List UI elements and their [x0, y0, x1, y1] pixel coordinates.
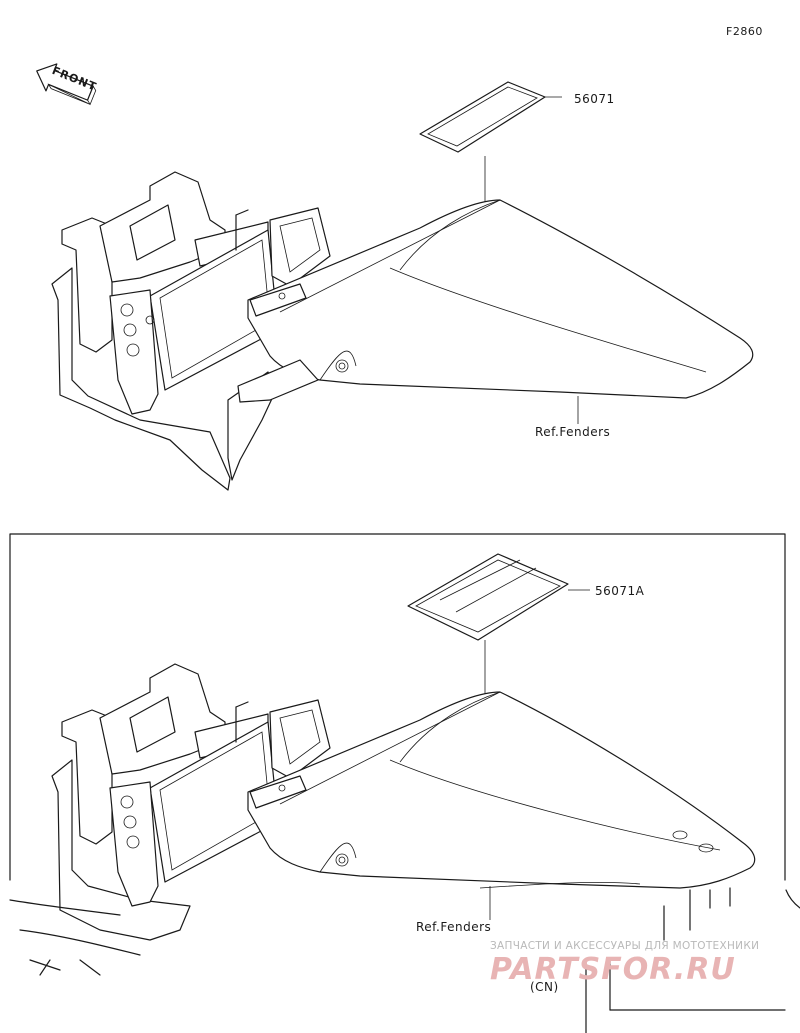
- watermark-brand: PARTSFOR.RU: [490, 952, 736, 987]
- lower-ref-fenders-label: Ref.Fenders: [416, 920, 492, 934]
- cn-region-frame: [9, 533, 786, 1033]
- upper-ref-fenders-label: Ref.Fenders: [535, 425, 611, 439]
- upper-part-number: 56071: [574, 92, 615, 106]
- market-code-label: (CN): [530, 980, 559, 994]
- figure-code: F2860: [726, 25, 763, 38]
- lower-frame: [9, 663, 331, 976]
- lower-rear-fender: [247, 691, 800, 941]
- upper-label-sticker: [419, 81, 562, 236]
- upper-rear-fender: [237, 199, 754, 424]
- lower-part-number: 56071A: [595, 584, 645, 598]
- lower-label-sticker: [407, 553, 590, 736]
- watermark-tagline: ЗАПЧАСТИ И АКСЕССУАРЫ ДЛЯ МОТОТЕХНИКИ: [490, 940, 760, 952]
